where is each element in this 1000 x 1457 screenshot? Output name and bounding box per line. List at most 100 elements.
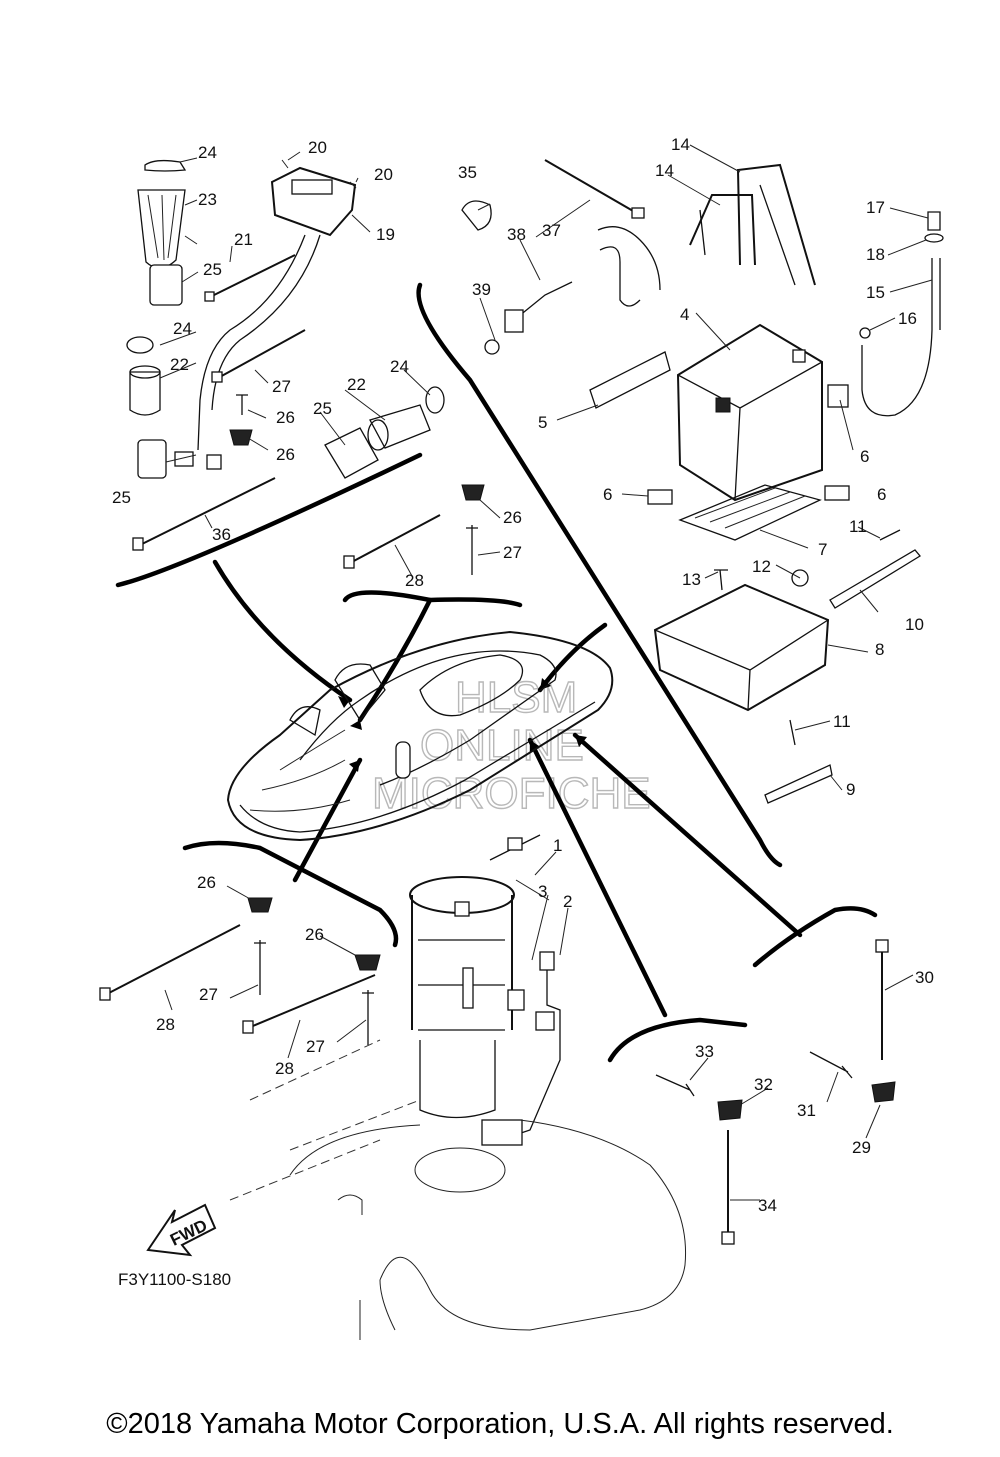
pad-5 xyxy=(589,351,671,409)
clamp-30 xyxy=(871,1081,896,1103)
center-small-parts xyxy=(343,484,485,575)
callout-1: 1 xyxy=(553,836,562,855)
battery-4 xyxy=(676,323,823,502)
arrowhead-5 xyxy=(530,740,539,752)
cable-tie-35-head xyxy=(721,1231,735,1245)
callout-25c: 25 xyxy=(313,399,332,418)
battery-terminal-neg xyxy=(792,349,806,363)
clip-24-top xyxy=(144,159,187,172)
callout-5: 5 xyxy=(538,413,547,432)
clamp-26-center xyxy=(461,484,485,501)
callout-14a: 14 xyxy=(671,135,690,154)
rivets-11 xyxy=(789,529,901,746)
watermark-line-2: ONLINE xyxy=(420,721,584,770)
cable-tie-37 xyxy=(139,477,276,546)
callout-20a: 20 xyxy=(308,138,327,157)
callout-26b: 26 xyxy=(503,508,522,527)
callout-15: 15 xyxy=(866,283,885,302)
harness-secondary xyxy=(211,234,321,411)
tank-outline xyxy=(289,1119,687,1331)
callout-23: 23 xyxy=(198,190,217,209)
lower-left-parts xyxy=(99,897,381,1045)
hull-outline xyxy=(226,630,614,842)
callout-29: 28 xyxy=(156,1015,175,1034)
lead-39 xyxy=(507,246,641,326)
diagram-code: F3Y1100-S180 xyxy=(118,1270,231,1289)
rivet-32 xyxy=(809,1051,853,1079)
cable-tie-28-center xyxy=(349,514,441,564)
sleeve-25-right xyxy=(324,427,379,479)
bolt-40 xyxy=(484,339,500,355)
bracket-upper-left xyxy=(115,452,423,588)
clamp-36 xyxy=(461,200,492,231)
callout-6c: 6 xyxy=(877,485,886,504)
rivet-27-lower-b xyxy=(362,990,374,1045)
pump-connector-lower xyxy=(481,1119,523,1146)
hull-detail-lines xyxy=(249,729,351,812)
callout-3: 3 xyxy=(538,882,547,901)
clip-24-right xyxy=(425,386,445,414)
watermark-line-1: HLSM xyxy=(455,673,577,722)
tray-8-edges xyxy=(654,619,829,711)
bolt-13 xyxy=(714,569,728,591)
fwd-arrow-icon xyxy=(146,1203,217,1257)
callout-28c: 28 xyxy=(275,1059,294,1078)
pump-outlet-fitting xyxy=(507,837,523,851)
callout-11a: 11 xyxy=(849,517,867,536)
battery-parts xyxy=(461,159,944,804)
callout-40: 39 xyxy=(472,280,491,299)
bracket-lower-center-pointer xyxy=(527,737,668,1018)
pump-motor xyxy=(419,1040,496,1119)
mat-7-ribs xyxy=(694,487,806,529)
watercraft-hull xyxy=(226,630,614,842)
holder-10 xyxy=(829,549,921,609)
callout-35: 34 xyxy=(758,1196,777,1215)
callout-22b: 22 xyxy=(347,375,366,394)
callout-6b: 6 xyxy=(603,485,612,504)
cable-tie-28-upper xyxy=(217,329,306,379)
tank-details xyxy=(337,1194,363,1340)
bracket-battery-diagonal xyxy=(416,282,783,868)
callout-27d: 27 xyxy=(306,1037,325,1056)
battery-4-edges xyxy=(677,361,823,501)
cable-tie-28-lower-head xyxy=(242,1020,254,1034)
terminal-39 xyxy=(504,309,524,333)
connector-harness-2 xyxy=(206,454,222,470)
filter-23-ribs xyxy=(147,194,177,261)
cable-tie-31-head xyxy=(875,939,889,953)
cable-tie-38-head xyxy=(631,207,645,219)
callout-24b: 24 xyxy=(173,319,192,338)
callout-34: 33 xyxy=(695,1042,714,1061)
pad-6-b xyxy=(827,384,849,408)
callout-37: 36 xyxy=(212,525,231,544)
arrowhead-2 xyxy=(350,720,362,730)
callout-27a: 26 xyxy=(276,408,295,427)
pump-wire xyxy=(514,970,561,1136)
filter-23 xyxy=(137,189,186,269)
callout-24c: 24 xyxy=(390,357,409,376)
callout-4: 4 xyxy=(680,305,689,324)
arrowhead-6 xyxy=(575,735,587,747)
cable-tie-29-head xyxy=(99,987,111,1001)
cable-tie-29 xyxy=(104,924,241,996)
callout-32: 31 xyxy=(797,1101,816,1120)
callout-28a: 27 xyxy=(272,377,291,396)
bracket-lower-center xyxy=(607,1017,748,1063)
group-brackets xyxy=(115,282,878,1063)
clip-24-mid xyxy=(126,336,154,354)
callout-6a: 6 xyxy=(860,447,869,466)
watermark-line-3: MICROFICHE xyxy=(372,769,651,818)
fitting-17 xyxy=(927,211,941,231)
callout-21: 21 xyxy=(234,230,253,249)
rivet-27-lower-a xyxy=(254,940,266,995)
harness-main xyxy=(197,234,306,451)
callout-19: 19 xyxy=(376,225,395,244)
callout-25b: 25 xyxy=(112,488,131,507)
hull-deck xyxy=(299,650,557,786)
cable-tie-38 xyxy=(544,159,641,216)
pump-connector xyxy=(535,1011,555,1031)
clamp-3 xyxy=(507,989,525,1011)
callout-38: 37 xyxy=(542,221,561,240)
bracket-lower-right xyxy=(752,906,878,968)
callout-33: 32 xyxy=(754,1075,773,1094)
